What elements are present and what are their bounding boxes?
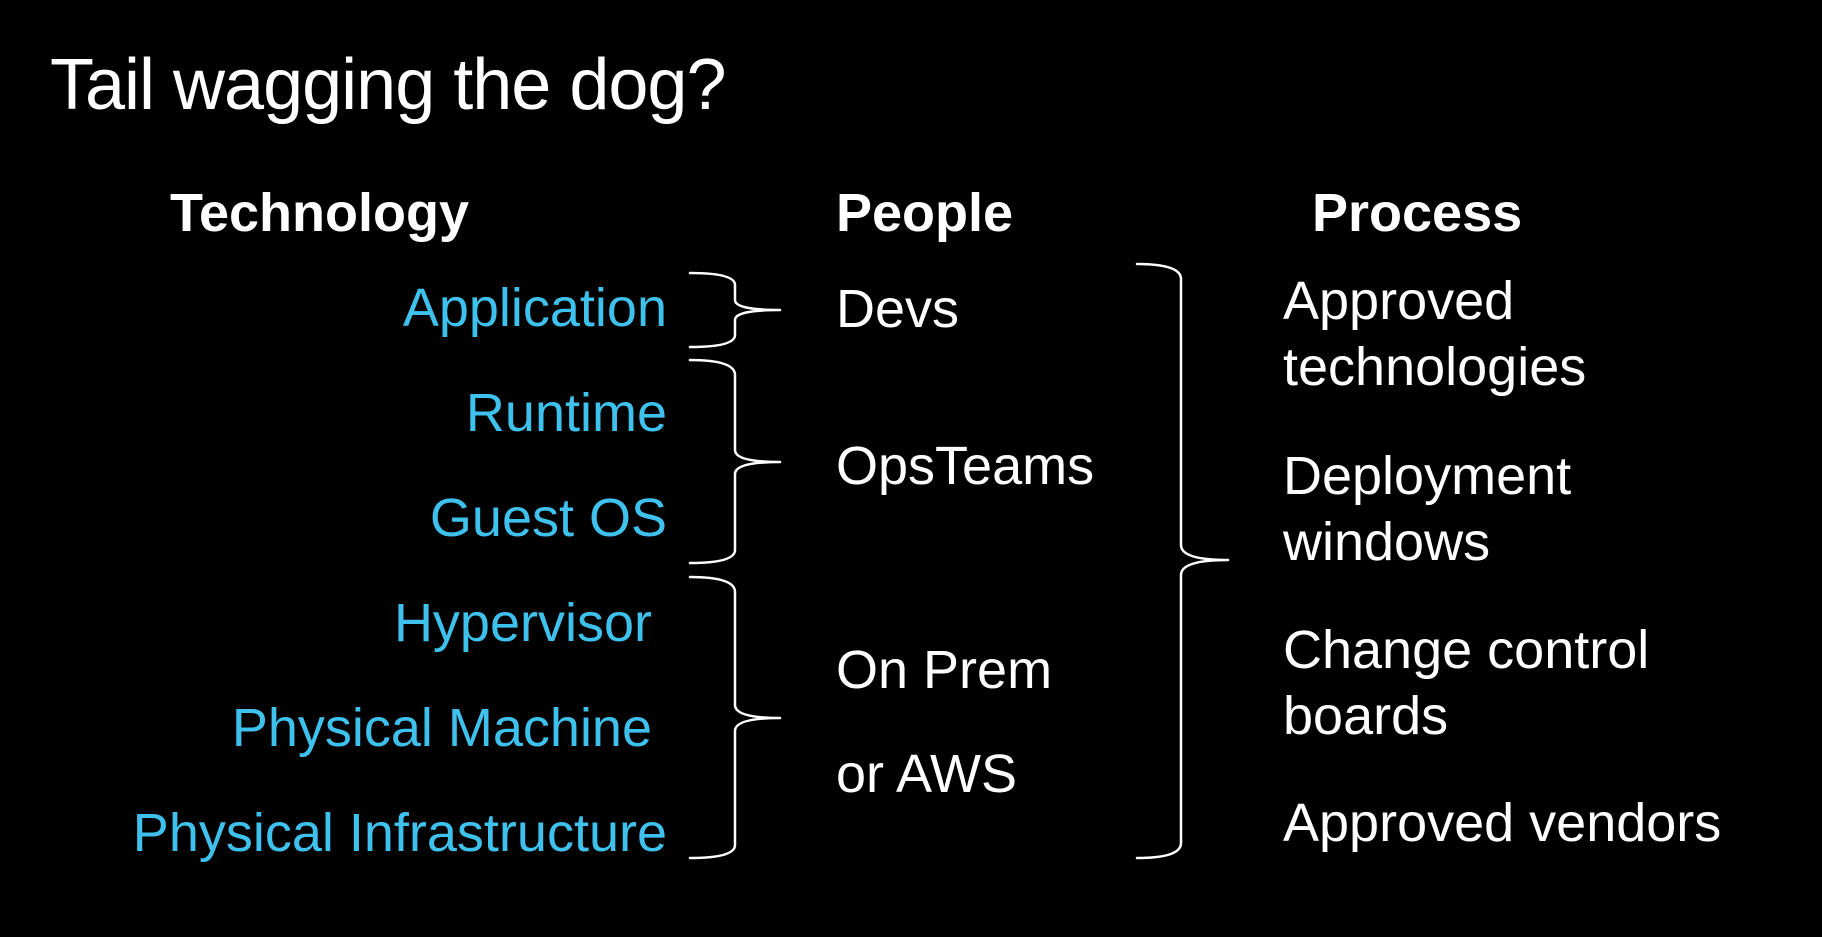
people-on-prem: On Prem	[836, 640, 1053, 700]
brace-infrastructure	[688, 575, 782, 860]
tech-physical-infrastructure: Physical Infrastructure	[132, 803, 667, 863]
header-people: People	[836, 183, 1014, 243]
tech-guest-os: Guest OS	[429, 488, 667, 548]
process-approved-vendors: Approved vendors	[1283, 790, 1803, 856]
process-deployment-windows: Deployment windows	[1283, 443, 1803, 575]
header-process: Process	[1312, 183, 1523, 243]
people-opsteams: OpsTeams	[836, 436, 1095, 496]
brace-application	[688, 271, 782, 349]
process-line: boards	[1283, 686, 1449, 746]
brace-runtime-guestos	[688, 358, 782, 565]
tech-application: Application	[402, 278, 667, 338]
header-technology: Technology	[170, 183, 470, 243]
brace-process	[1135, 262, 1230, 860]
tech-runtime: Runtime	[465, 383, 667, 443]
tech-hypervisor: Hypervisor	[393, 593, 652, 653]
process-approved-technologies: Approved technologies	[1283, 268, 1803, 400]
process-line: windows	[1283, 512, 1491, 572]
process-line: technologies	[1283, 337, 1587, 397]
people-devs: Devs	[836, 279, 960, 339]
tech-physical-machine: Physical Machine	[231, 698, 652, 758]
slide-title: Tail wagging the dog?	[50, 45, 727, 125]
people-aws: or AWS	[836, 744, 1018, 804]
process-line: Approved vendors	[1283, 793, 1722, 853]
process-change-control-boards: Change control boards	[1283, 617, 1803, 749]
process-line: Deployment	[1283, 446, 1572, 506]
process-line: Approved	[1283, 271, 1515, 331]
process-line: Change control	[1283, 620, 1650, 680]
